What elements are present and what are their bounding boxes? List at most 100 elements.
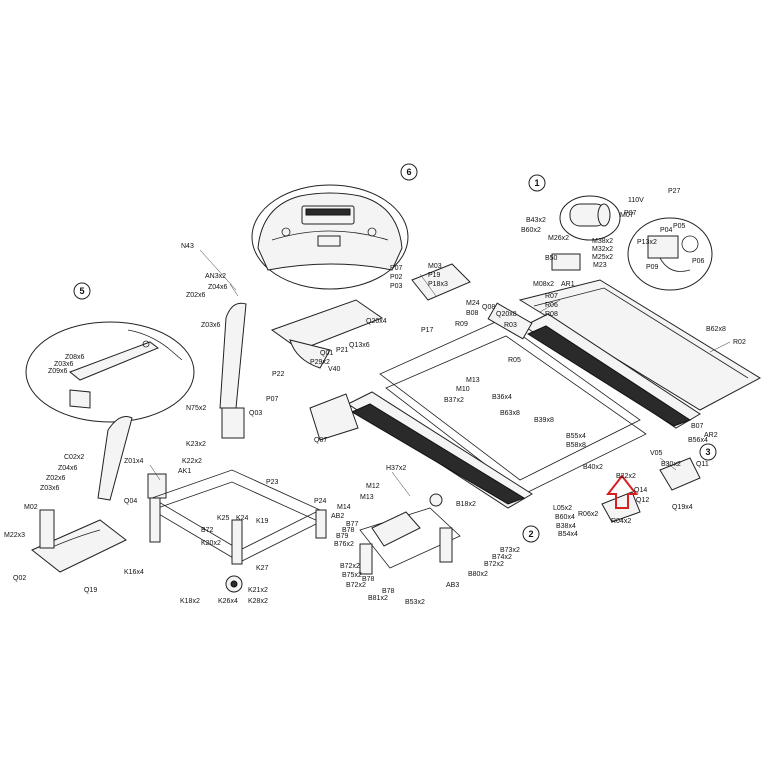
part-label: K25 <box>217 515 230 522</box>
part-label: B43x2 <box>526 217 546 224</box>
part-label: B54x4 <box>558 531 578 538</box>
part-label: M14 <box>337 504 351 511</box>
part-label: M24 <box>466 300 480 307</box>
part-label: B53x2 <box>405 599 425 606</box>
part-label: R02 <box>733 339 746 346</box>
leader-lines <box>149 249 731 497</box>
part-label: P03 <box>390 283 403 290</box>
part-label: B18x2 <box>456 501 476 508</box>
svg-text:6: 6 <box>406 167 411 177</box>
part-label: H37x2 <box>386 465 406 472</box>
part-label: K27 <box>256 565 269 572</box>
part-label: B72x2 <box>484 561 504 568</box>
part-label: R05 <box>508 357 521 364</box>
part-label: Q19x4 <box>672 504 693 511</box>
part-label: Q03 <box>249 410 262 417</box>
part-label: M02 <box>24 504 38 511</box>
part-label: B60x2 <box>521 227 541 234</box>
part-label: K24 <box>236 515 249 522</box>
part-label: N75x2 <box>186 405 206 412</box>
part-label: B40x2 <box>583 464 603 471</box>
part-label: K26x4 <box>218 598 238 605</box>
part-label: B63x8 <box>500 410 520 417</box>
callout-1: 1 <box>528 174 546 192</box>
part-label: 110V <box>628 197 644 204</box>
part-label: R08 <box>545 311 558 318</box>
part-label: Q12 <box>636 497 649 504</box>
part-label: Q20x4 <box>366 318 387 325</box>
part-label: Z03x6 <box>201 322 221 329</box>
part-label: Z08x6 <box>65 354 85 361</box>
part-label: B55x4 <box>566 433 586 440</box>
part-label: B38x4 <box>556 523 576 530</box>
part-label: B72x2 <box>340 563 360 570</box>
callout-5: 5 <box>73 282 91 300</box>
part-label: B73x2 <box>500 547 520 554</box>
part-label: K16x4 <box>124 569 144 576</box>
part-label: B72x2 <box>346 582 366 589</box>
part-label: K23x2 <box>186 441 206 448</box>
part-label: P02 <box>390 274 403 281</box>
svg-text:2: 2 <box>528 529 533 539</box>
part-label: P24 <box>314 498 327 505</box>
part-label: B81x2 <box>368 595 388 602</box>
part-label: K18x2 <box>180 598 200 605</box>
part-label: P07 <box>390 265 403 272</box>
part-label: M12 <box>366 483 380 490</box>
svg-text:1: 1 <box>534 178 539 188</box>
part-label: R03 <box>504 322 517 329</box>
base-frame <box>149 469 327 593</box>
part-label: Q04 <box>124 498 137 505</box>
console-detail-bubble <box>251 184 409 290</box>
part-label: M13 <box>360 494 374 501</box>
side-foot-plate <box>31 509 127 573</box>
part-label: K22x2 <box>182 458 202 465</box>
part-label: B76x2 <box>334 541 354 548</box>
part-label: R06 <box>545 302 558 309</box>
part-label: B60x4 <box>555 514 575 521</box>
part-label: AB3 <box>446 582 459 589</box>
part-label: L05x2 <box>553 505 572 512</box>
part-label: AB2 <box>331 513 344 520</box>
part-label: B78 <box>342 527 355 534</box>
part-label: B07 <box>691 423 704 430</box>
part-label: B72 <box>201 527 214 534</box>
part-label: B37x2 <box>444 397 464 404</box>
upright-posts <box>97 302 247 501</box>
part-label: B30x2 <box>661 461 681 468</box>
part-label: AK1 <box>178 468 191 475</box>
part-label: M38x2 <box>592 238 613 245</box>
incline-assembly <box>359 493 461 575</box>
part-label: AN3x2 <box>205 273 226 280</box>
part-label: B62x8 <box>706 326 726 333</box>
motor-detail-bubble <box>559 195 621 241</box>
part-label: K21x2 <box>248 587 268 594</box>
part-label: M08x2 <box>533 281 554 288</box>
svg-text:5: 5 <box>79 286 84 296</box>
part-label: P17 <box>421 327 434 334</box>
part-label: Z03x6 <box>54 361 74 368</box>
part-label: Q07 <box>314 437 327 444</box>
part-label: B58x8 <box>566 442 586 449</box>
part-label: B75x2 <box>342 572 362 579</box>
part-label: C02x2 <box>64 454 84 461</box>
control-board-bubble <box>627 217 713 291</box>
part-label: Q02 <box>13 575 26 582</box>
part-label: AR1 <box>561 281 575 288</box>
part-label: M03 <box>428 263 442 270</box>
callout-3: 3 <box>699 443 717 461</box>
part-label: Z09x6 <box>48 368 68 375</box>
part-label: M22x3 <box>4 532 25 539</box>
part-label: P06 <box>692 258 705 265</box>
part-label: B39x8 <box>534 417 554 424</box>
part-label: R07 <box>545 293 558 300</box>
part-label: M13 <box>466 377 480 384</box>
part-label: B22x2 <box>616 473 636 480</box>
part-label: V40 <box>328 366 341 373</box>
part-label: Z04x6 <box>58 465 78 472</box>
handle-detail-bubble <box>25 321 195 423</box>
treadmill-frame <box>270 279 762 509</box>
part-label: Q13x6 <box>349 342 370 349</box>
part-label: P05 <box>673 223 686 230</box>
part-label: N43 <box>181 243 194 250</box>
